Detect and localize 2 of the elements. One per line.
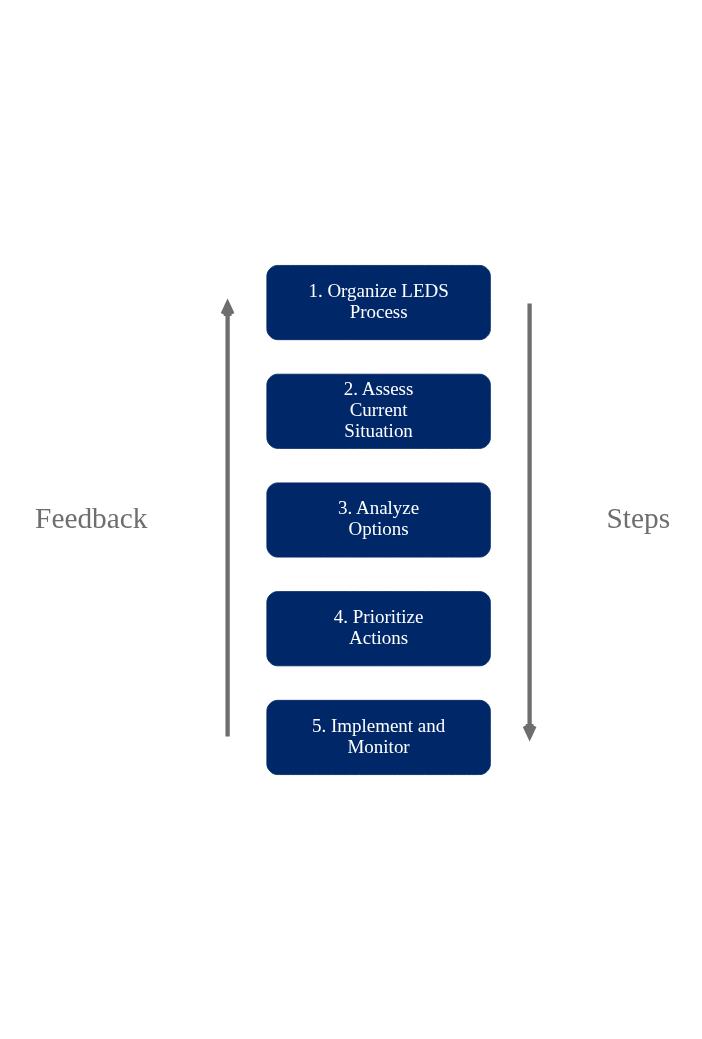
label: Steps [606, 501, 671, 534]
label: Feedback [35, 501, 148, 534]
